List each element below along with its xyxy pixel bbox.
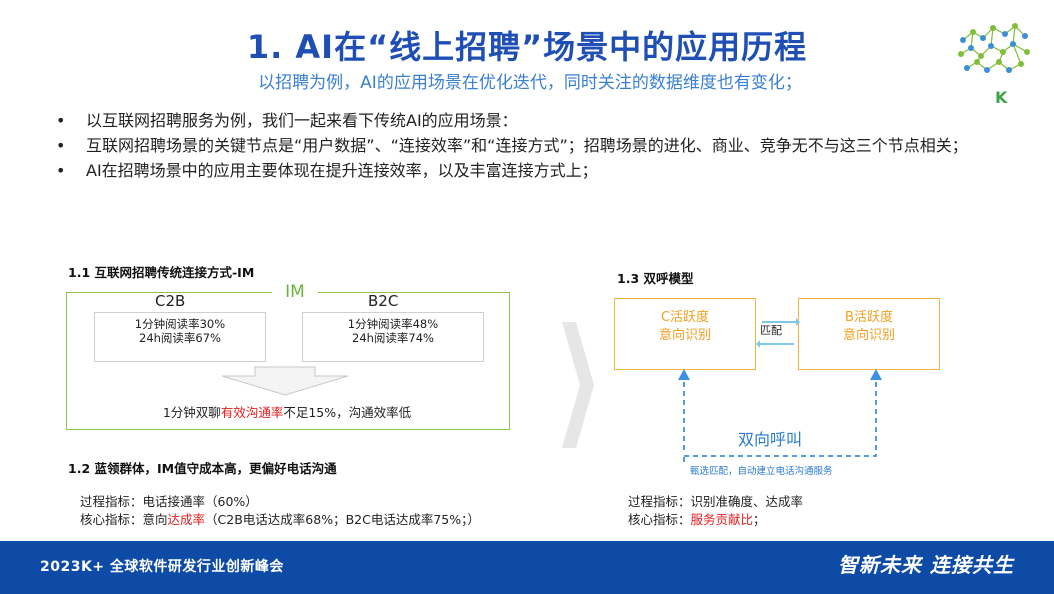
footer-slogan: 智新未来 连接共生 <box>838 553 1014 577</box>
b2c-stats-box: 1分钟阅读率48% 24h阅读率74% <box>302 312 484 362</box>
bullet-list: • 以互联网招聘服务为例，我们一起来看下传统AI的应用场景： • 互联网招聘场景… <box>52 108 1022 183</box>
bullet-mark: • <box>56 161 66 180</box>
down-arrow-icon <box>221 366 349 396</box>
b2c-stat-24h: 24h阅读率74% <box>352 331 434 345</box>
bluecollar-process-metric: 过程指标：电话接通率（60%） <box>80 493 258 511</box>
bullet-text: 互联网招聘场景的关键节点是“用户数据”、“连接效率”和“连接方式”；招聘场景的进… <box>86 136 968 155</box>
c-side-box: C活跃度 意向识别 <box>614 298 756 370</box>
im-note-highlight: 有效沟通率 <box>220 405 284 420</box>
footer-bar <box>0 541 1054 594</box>
process-label: 过程指标： <box>628 494 691 509</box>
c-box-line2: 意向识别 <box>658 328 711 343</box>
c2b-stats-box: 1分钟阅读率30% 24h阅读率67% <box>94 312 266 362</box>
core-before: 意向 <box>142 512 168 527</box>
match-label: 匹配 <box>760 324 782 337</box>
page-title: 1. AI在“线上招聘”场景中的应用历程 <box>246 28 808 66</box>
bluecollar-heading: 1.2 蓝领群体，IM值守成本高，更偏好电话沟通 <box>68 461 337 476</box>
c2b-stat-1min: 1分钟阅读率30% <box>134 317 226 331</box>
bidirectional-arrow-icon <box>756 318 800 348</box>
im-section-heading: 1.1 互联网招聘传统连接方式-IM <box>68 265 255 280</box>
b-side-box: B活跃度 意向识别 <box>798 298 940 370</box>
process-label: 过程指标： <box>80 494 143 509</box>
bluecollar-core-metric: 核心指标：意向达成率（C2B电话达成率68%；B2C电话达成率75%；） <box>80 511 480 529</box>
core-after: ； <box>753 512 766 527</box>
core-highlight: 服务贡献比 <box>690 512 754 527</box>
core-label: 核心指标： <box>80 512 143 527</box>
dual-core-metric: 核心指标：服务贡献比； <box>628 511 766 529</box>
bullet-mark: • <box>56 111 66 130</box>
core-highlight: 达成率 <box>167 512 206 527</box>
dual-call-loop <box>678 369 882 462</box>
dual-call-heading: 1.3 双呼模型 <box>617 271 694 286</box>
molecule-logo-icon <box>958 23 1030 73</box>
footer-event-name: 2023K+ 全球软件研发行业创新峰会 <box>40 559 284 575</box>
dual-call-note: 甄选匹配，自动建立电话沟通服务 <box>690 466 833 477</box>
logo-letter: K <box>995 88 1008 107</box>
c2b-title: C2B <box>155 292 186 310</box>
core-after: （C2B电话达成率68%；B2C电话达成率75%；） <box>205 512 480 527</box>
im-conclusion: 1分钟双聊有效沟通率不足15%，沟通效率低 <box>66 402 508 421</box>
b2c-title: B2C <box>368 292 399 310</box>
bullet-mark: • <box>56 136 66 155</box>
c-box-line1: C活跃度 <box>660 310 710 325</box>
bullet-item: • 互联网招聘场景的关键节点是“用户数据”、“连接效率”和“连接方式”；招聘场景… <box>52 133 1022 158</box>
bullet-item: • AI在招聘场景中的应用主要体现在提升连接效率，以及丰富连接方式上； <box>52 158 1022 183</box>
c2b-stat-24h: 24h阅读率67% <box>139 331 221 345</box>
chevron-right-icon <box>562 322 594 448</box>
core-label: 核心指标： <box>628 512 691 527</box>
im-note-after: 不足15%，沟通效率低 <box>283 405 412 420</box>
im-label: IM <box>272 282 318 302</box>
b2c-stat-1min: 1分钟阅读率48% <box>347 317 439 331</box>
page-subtitle: 以招聘为例，AI的应用场景在优化迭代，同时关注的数据维度也有变化； <box>258 73 802 93</box>
bullet-item: • 以互联网招聘服务为例，我们一起来看下传统AI的应用场景： <box>52 108 1022 133</box>
brand-logo: K <box>955 18 1035 108</box>
dual-process-metric: 过程指标：识别准确度、达成率 <box>628 493 803 511</box>
bullet-text: 以互联网招聘服务为例，我们一起来看下传统AI的应用场景： <box>86 111 518 130</box>
dual-call-label: 双向呼叫 <box>738 430 803 449</box>
b-box-line2: 意向识别 <box>842 328 895 343</box>
im-note-before: 1分钟双聊 <box>162 405 221 420</box>
process-value: 识别准确度、达成率 <box>690 494 804 509</box>
process-value: 电话接通率（60%） <box>142 494 258 509</box>
b-box-line1: B活跃度 <box>845 310 893 325</box>
bullet-text: AI在招聘场景中的应用主要体现在提升连接效率，以及丰富连接方式上； <box>86 161 598 180</box>
